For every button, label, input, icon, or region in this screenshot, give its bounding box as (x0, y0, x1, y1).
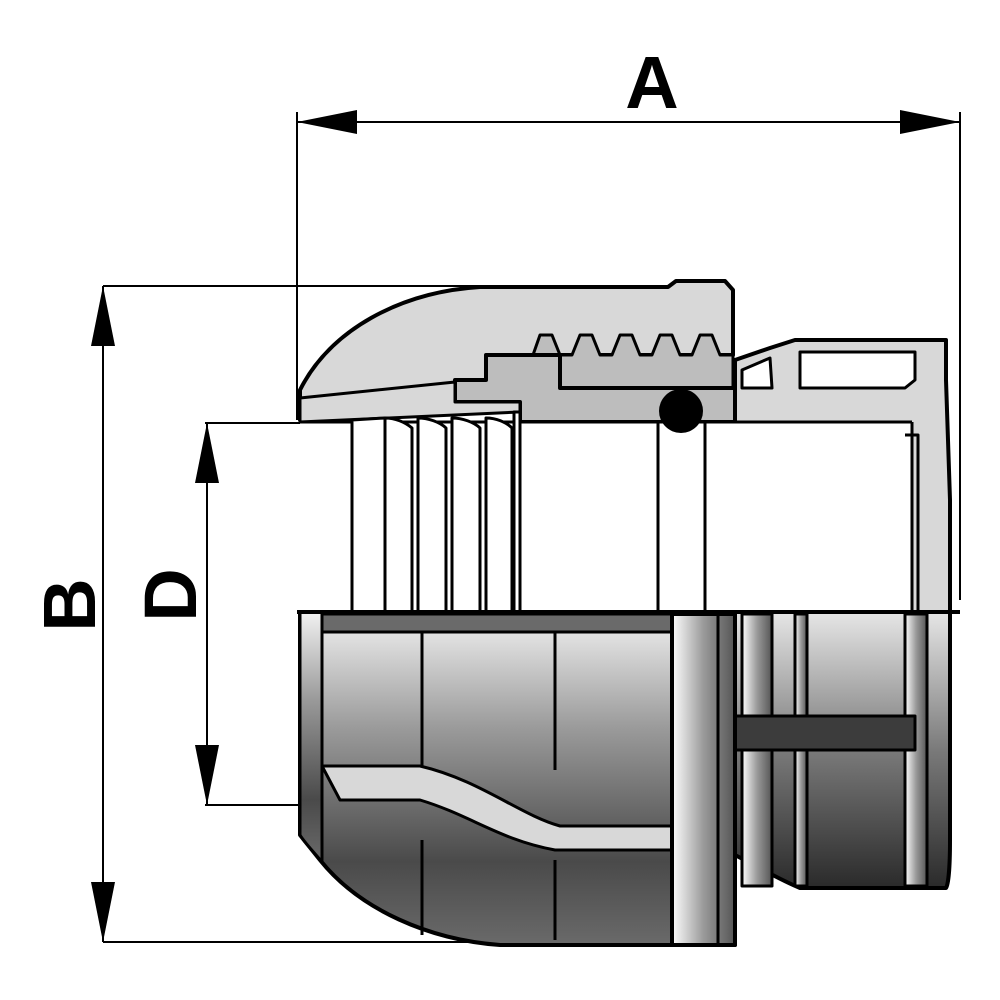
end-cap-center-band (733, 714, 917, 752)
grip-teeth (350, 410, 522, 614)
end-cap-slot (798, 350, 917, 390)
body-top-band (320, 612, 674, 634)
body-flange-ring (670, 612, 737, 947)
dimension-d-label: D (129, 568, 212, 621)
dimension-a (296, 112, 961, 600)
dimension-b-arrow-top (91, 286, 115, 346)
dimension-a-arrow-left (297, 110, 357, 134)
dimension-d (205, 422, 300, 806)
exterior-view-lower-half (298, 610, 952, 947)
dimension-a-arrow-right (900, 110, 960, 134)
dimension-b-label: B (28, 578, 111, 631)
body-exterior (298, 610, 737, 947)
section-view-upper-half (298, 279, 952, 614)
end-cap-small-notch (740, 356, 774, 390)
dimension-d-arrow-top (195, 423, 219, 483)
body-left-ring (298, 610, 324, 864)
dimension-b-arrow-bottom (91, 882, 115, 942)
o-ring (659, 389, 703, 433)
dimension-d-arrow-bottom (195, 745, 219, 805)
dimension-b (102, 285, 520, 943)
pipe-end-stop-step (905, 433, 920, 612)
dimension-a-label: A (625, 41, 678, 124)
